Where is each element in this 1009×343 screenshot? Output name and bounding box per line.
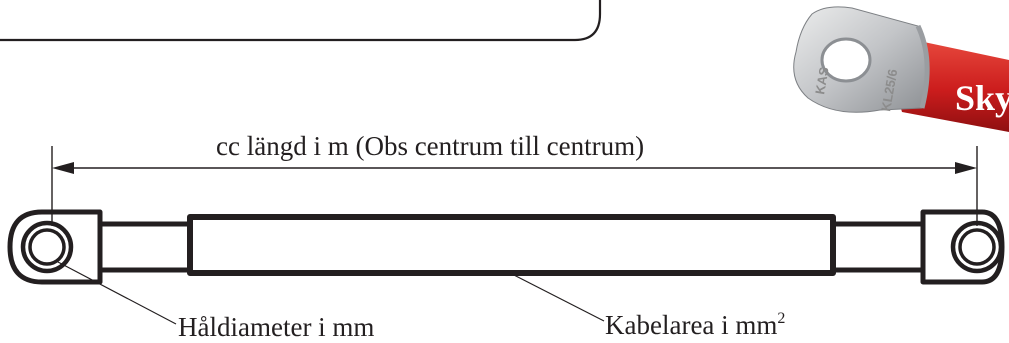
cable-body xyxy=(187,214,836,276)
length-dimension: cc längd i m (Obs centrum till centrum) xyxy=(51,131,978,226)
right-lug-ring-inner xyxy=(958,228,996,266)
lug-stamp-right: KL25/6 xyxy=(878,68,900,113)
right-lug-outline xyxy=(920,209,1005,285)
hole-diameter-leader xyxy=(57,261,177,325)
arrow-right-icon xyxy=(955,162,977,174)
cable-assembly-drawing xyxy=(7,209,1005,285)
cable-area-leader xyxy=(509,272,605,322)
lug-stamp-left: KAS xyxy=(812,66,832,96)
arrow-left-icon xyxy=(52,162,74,174)
right-lug-ring-outer xyxy=(950,220,1004,274)
right-lug-barrel xyxy=(830,221,926,273)
left-lug-ring-outer xyxy=(20,220,74,274)
length-label: cc längd i m (Obs centrum till centrum) xyxy=(216,131,644,161)
top-frame-outline xyxy=(0,0,602,42)
left-lug-ring-inner xyxy=(28,228,66,266)
cable-area-superscript: 2 xyxy=(777,310,785,327)
left-lug-barrel xyxy=(97,221,193,273)
hole-diameter-label: Håldiameter i mm xyxy=(178,312,374,342)
lug-barrel-edge xyxy=(915,24,930,109)
lug-hole xyxy=(820,37,872,83)
sleeve-brand-text: Sky xyxy=(955,78,1009,118)
cable-lug-photo: KAS KL25/6 Sky xyxy=(793,6,1009,132)
cable-area-text: Kabelarea i mm xyxy=(605,310,777,340)
cable-area-label: Kabelarea i mm2 xyxy=(605,310,785,340)
annotations: Håldiameter i mm Kabelarea i mm2 xyxy=(57,261,785,342)
left-lug-outline xyxy=(7,209,103,285)
